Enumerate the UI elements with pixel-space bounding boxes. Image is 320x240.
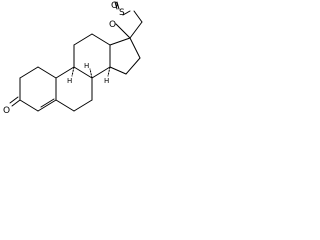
double-bond-4-5 [40, 98, 55, 108]
bond [129, 21, 143, 39]
hash-bond-h8 [71, 66, 75, 77]
h9-label: H [84, 62, 89, 70]
sulfinyl-bond [114, 1, 118, 10]
ketone-oxygen-label: O [3, 106, 10, 116]
ring-a [19, 66, 57, 112]
bond [73, 66, 93, 79]
spiro-ring: O S O [109, 1, 143, 39]
bond-c17-o [115, 23, 131, 39]
bond [19, 66, 39, 79]
ring-d [109, 37, 141, 75]
bond [129, 37, 141, 59]
hash-bond-h9 [89, 68, 93, 79]
ring-oxygen-label: O [109, 20, 116, 30]
sulfur-label: S [119, 8, 125, 18]
bond [91, 66, 111, 79]
carbonyl-bond-2 [9, 96, 19, 104]
structure-canvas: O [0, 0, 147, 129]
bond [133, 10, 143, 23]
bond [109, 66, 127, 75]
bond [91, 33, 111, 46]
molecule-drawing: O [3, 1, 143, 116]
h14-label: H [104, 77, 109, 85]
bond [55, 66, 75, 79]
bond [37, 66, 57, 79]
bond [73, 33, 93, 46]
ring-c [73, 33, 111, 79]
stereo-hydrogens: H H H [67, 62, 111, 85]
ketone-group: O [3, 96, 21, 116]
h8-label: H [67, 77, 72, 85]
ring-b [55, 66, 93, 112]
sulfinyl-oxygen-label: O [111, 1, 118, 11]
bond [73, 99, 93, 112]
bond [125, 57, 141, 75]
bond [37, 99, 57, 112]
sulfinyl-bond-2 [116, 1, 120, 10]
bond [55, 99, 75, 112]
hash-bond-h14 [107, 66, 111, 77]
bond [19, 99, 39, 112]
bond [109, 37, 131, 46]
carbonyl-bond [11, 99, 21, 107]
bond-s-o [122, 10, 131, 16]
